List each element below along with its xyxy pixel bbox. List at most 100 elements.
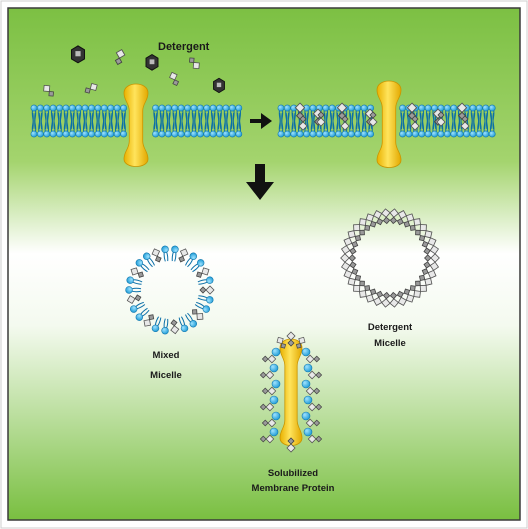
detergent-molecule (178, 248, 189, 263)
detergent-molecule (70, 45, 86, 64)
detergent-molecule (189, 57, 200, 70)
lipid-head (269, 427, 279, 437)
detergent-molecule (192, 309, 204, 320)
lipid-molecule (354, 112, 362, 138)
detergent-molecule (365, 213, 377, 228)
detergent-molecule (276, 336, 287, 349)
detergent-molecule (259, 434, 275, 444)
detergent-molecule (307, 434, 323, 444)
lipid-head (271, 347, 281, 357)
detergent-molecule (43, 84, 54, 97)
detergent-molecule (307, 402, 323, 412)
detergent-molecule (298, 115, 308, 131)
lipid-molecule (488, 112, 496, 138)
lipid-molecule (197, 276, 214, 285)
detergent-molecule (373, 290, 384, 306)
detergent-molecule (418, 230, 433, 242)
detergent-molecule (347, 274, 362, 286)
detergent-molecule (403, 288, 415, 303)
detergent-molecule (286, 331, 296, 347)
lipid-molecule (107, 112, 115, 138)
detergent-molecule (305, 354, 321, 364)
lipid-head (271, 411, 281, 421)
lipid-molecule (171, 245, 179, 262)
detergent-molecule (130, 267, 144, 278)
lipid-molecule (126, 276, 143, 285)
detergent-molecule (340, 245, 357, 255)
detergent-molecule (403, 213, 415, 228)
lipid-molecule (120, 112, 127, 138)
lipid-molecule (197, 295, 214, 304)
detergent-molecule (340, 115, 350, 131)
lipid-head (301, 411, 311, 421)
detergent-molecule (145, 54, 159, 71)
lipid-molecule (125, 286, 142, 294)
detergent-molecule (396, 290, 407, 306)
lipid-molecule (37, 112, 44, 138)
detergent-molecule (456, 102, 468, 120)
lipid-head (303, 363, 313, 373)
detergent-molecule (343, 268, 359, 279)
detergent-molecule (169, 71, 180, 87)
lipid-molecule (135, 259, 150, 273)
lipid-molecule (228, 112, 236, 138)
detergent-molecule (114, 49, 126, 66)
detergent-label: Detergent (158, 41, 210, 53)
solubilized-label-2: Membrane Protein (252, 483, 335, 494)
membrane-protein-right (376, 80, 402, 168)
lipid-molecule (194, 301, 211, 313)
lipid-bilayer-left (30, 83, 243, 167)
lipid-head (303, 427, 313, 437)
detergent-molecule (389, 291, 399, 308)
lipid-molecule (418, 112, 426, 138)
lipid-head (303, 395, 313, 405)
lipid-molecule (185, 252, 197, 268)
detergent-molecule (460, 115, 470, 131)
detergent-molecule (343, 237, 359, 248)
lipid-molecule (135, 307, 150, 321)
detergent-molecule (151, 248, 162, 263)
lipid-molecule (185, 312, 197, 328)
lipid-head (301, 379, 311, 389)
lipid-head (301, 347, 311, 357)
detergent-molecule (424, 253, 440, 263)
detergent-molecule (307, 370, 323, 380)
lipid-molecule (88, 112, 95, 138)
detergent-molecule (389, 208, 399, 225)
detergent-molecule (353, 280, 365, 292)
detergent-molecule (368, 111, 378, 127)
lipid-molecule (129, 301, 146, 313)
detergent-micelle (340, 208, 440, 308)
lipid-molecule (277, 112, 285, 138)
lipid-molecule (158, 112, 166, 138)
detergent-molecule (436, 111, 446, 127)
detergent-molecule (381, 208, 391, 225)
lipid-molecule (161, 245, 169, 262)
detergent-molecule (213, 77, 225, 94)
free-detergent-molecules (43, 45, 225, 97)
lipid-molecule (443, 112, 451, 138)
lipid-molecule (151, 316, 162, 333)
detergent-molecule (358, 218, 371, 231)
lipid-molecule (190, 259, 205, 273)
detergent-molecule (259, 370, 275, 380)
detergent-molecule (170, 319, 180, 335)
lipid-molecule (196, 112, 204, 138)
detergent-molecule (365, 288, 377, 303)
solubilized-protein-body (279, 338, 303, 446)
mixed-micelle-label: Mixed (153, 350, 180, 361)
right-arrow (250, 113, 272, 129)
detergent-molecule (196, 267, 210, 278)
detergent-molecule (316, 111, 326, 127)
detergent-molecule (406, 102, 418, 120)
detergent-molecule (294, 102, 306, 120)
detergent-molecule (410, 115, 420, 131)
detergent-molecule (126, 294, 142, 305)
lipid-molecule (475, 112, 483, 138)
detergent-molecule (415, 280, 427, 292)
detergent-micelle-label-2: Micelle (374, 338, 406, 349)
mixed-micelle (125, 245, 215, 335)
detergent-molecule (373, 210, 384, 226)
